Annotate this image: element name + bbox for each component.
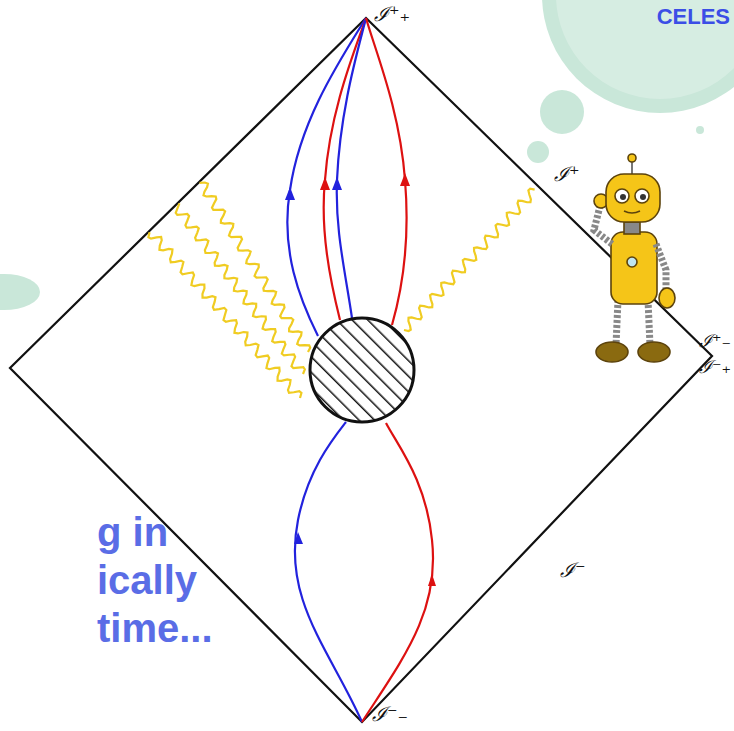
thought-bubble bbox=[0, 0, 734, 310]
worldline-arrows bbox=[285, 173, 436, 586]
graviton-wave bbox=[148, 232, 301, 398]
red-worldline bbox=[362, 423, 433, 722]
graviton-wave bbox=[176, 203, 305, 374]
heading-fragment: g in bbox=[97, 512, 168, 552]
graviton-wave bbox=[200, 183, 311, 352]
scattering-blob bbox=[310, 318, 414, 422]
graviton-wave bbox=[404, 189, 535, 331]
heading-fragment: ically bbox=[97, 560, 197, 600]
heading-fragment: time... bbox=[97, 608, 213, 648]
red-worldline bbox=[366, 18, 407, 325]
robot-mascot bbox=[594, 154, 675, 362]
infinity-label: ℐ⁺₊ bbox=[374, 4, 410, 24]
infinity-label: ℐ⁻₊ bbox=[699, 358, 731, 376]
infinity-label: ℐ⁺ bbox=[554, 164, 580, 184]
blue-worldline bbox=[295, 422, 362, 722]
worldlines bbox=[287, 18, 433, 722]
section-title: CELES bbox=[657, 6, 730, 28]
infinity-label: ℐ⁺₋ bbox=[699, 332, 731, 350]
red-worldline bbox=[324, 18, 366, 320]
infinity-label: ℐ⁻₋ bbox=[372, 704, 408, 724]
penrose-diamond bbox=[10, 18, 712, 722]
infinity-label: ℐ⁻ bbox=[560, 560, 586, 580]
blue-worldline bbox=[337, 18, 366, 318]
blue-worldline bbox=[287, 18, 366, 336]
